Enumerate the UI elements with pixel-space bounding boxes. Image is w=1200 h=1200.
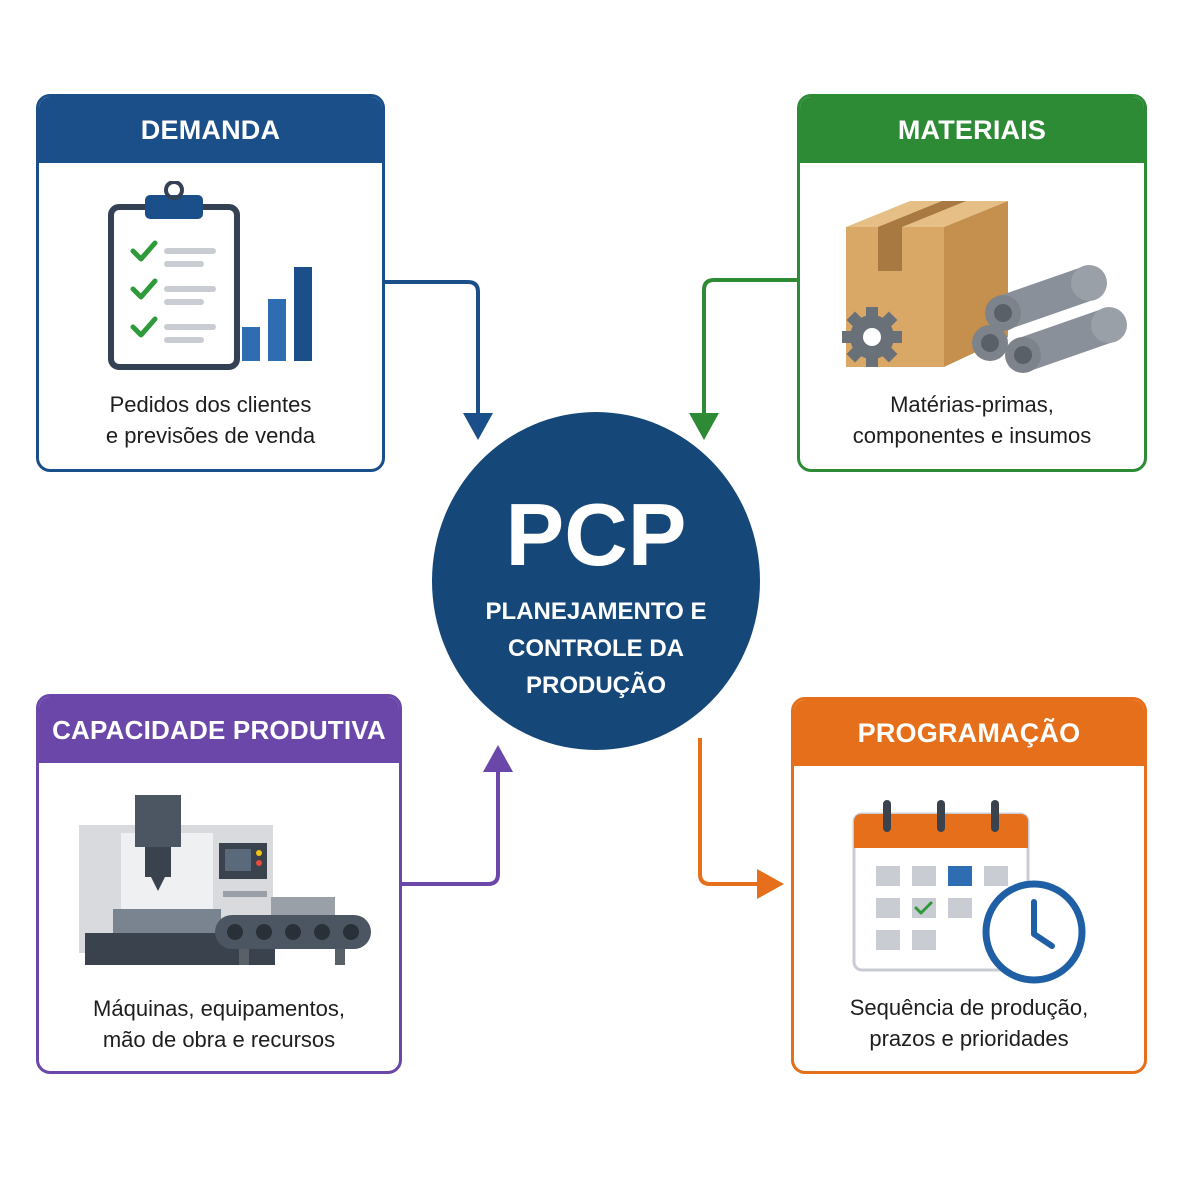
clock-icon (982, 880, 1086, 984)
conveyor-belt-icon (215, 897, 371, 965)
card-programacao-desc-line: Sequência de produção, (849, 995, 1089, 1020)
card-demanda-desc-line: e previsões de venda (105, 423, 316, 448)
pcp-acronym: PCP (505, 485, 687, 584)
pcp-full-name: PLANEJAMENTO E CONTROLE DA PRODUÇÃO (432, 593, 760, 704)
pcp-full-name-line: CONTROLE DA (508, 635, 684, 662)
card-capacidade-desc-line: Máquinas, equipamentos, (93, 996, 345, 1021)
card-programacao: PROGRAMAÇÃO (791, 697, 1147, 1074)
card-programacao-desc-line: prazos e prioridades (869, 1026, 1069, 1051)
card-materiais-illustration (800, 187, 1144, 387)
steel-pipes-icon (972, 265, 1127, 373)
card-materiais-description: Matérias-primas, componentes e insumos (800, 389, 1144, 451)
pcp-full-name-line: PRODUÇÃO (525, 672, 666, 699)
arrow-pcp-to-programacao (698, 738, 784, 899)
card-demanda: DEMANDA Pedido (36, 94, 385, 472)
card-programacao-illustration (794, 794, 1144, 986)
card-capacidade-description: Máquinas, equipamentos, mão de obra e re… (39, 993, 399, 1055)
card-materiais-desc-line: Matérias-primas, (890, 392, 1054, 417)
card-capacidade-title: CAPACIDADE PRODUTIVA (39, 697, 399, 763)
gear-icon (842, 307, 902, 367)
pcp-hub: PCP PLANEJAMENTO E CONTROLE DA PRODUÇÃO (432, 412, 760, 750)
card-capacidade-desc-line: mão de obra e recursos (102, 1027, 336, 1052)
card-materiais-title: MATERIAIS (800, 97, 1144, 163)
card-capacidade-illustration (39, 789, 399, 975)
pcp-full-name-line: PLANEJAMENTO E (485, 598, 707, 625)
card-programacao-title: PROGRAMAÇÃO (794, 700, 1144, 766)
arrow-materiais-to-pcp (689, 278, 797, 440)
card-capacidade-produtiva: CAPACIDADE PRODUTIVA (36, 694, 402, 1074)
card-demanda-desc-line: Pedidos dos clientes (109, 392, 312, 417)
card-demanda-description: Pedidos dos clientes e previsões de vend… (39, 389, 382, 451)
clipboard-checklist-icon (108, 180, 240, 370)
arrow-capacidade-to-pcp (402, 745, 513, 886)
card-programacao-description: Sequência de produção, prazos e priorida… (794, 992, 1144, 1054)
bar-chart-icon (242, 267, 312, 361)
arrow-demanda-to-pcp (385, 280, 493, 440)
card-demanda-title: DEMANDA (39, 97, 382, 163)
card-materiais: MATERIAIS (797, 94, 1147, 472)
card-demanda-illustration (39, 180, 382, 381)
card-materiais-desc-line: componentes e insumos (852, 423, 1092, 448)
